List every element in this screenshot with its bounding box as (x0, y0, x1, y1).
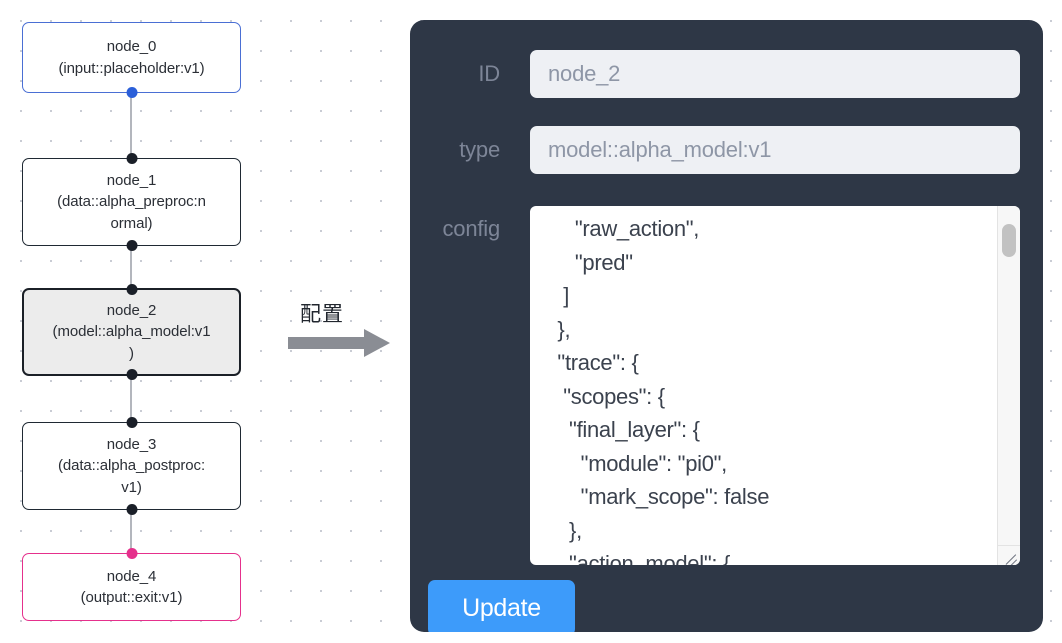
node-handle-top[interactable] (126, 284, 137, 295)
graph-node-node_3[interactable]: node_3 (data::alpha_postproc: v1) (22, 417, 241, 515)
node-config-panel: ID type config "raw_action", "pred" ] },… (410, 20, 1043, 632)
graph-canvas[interactable]: node_0 (input::placeholder:v1) node_1 (d… (0, 0, 400, 643)
graph-node-node_2[interactable]: node_2 (model::alpha_model:v1 ) (22, 284, 241, 380)
edge-node3-node4 (130, 508, 132, 554)
node-handle-bottom[interactable] (126, 240, 137, 251)
graph-node-node_0[interactable]: node_0 (input::placeholder:v1) (22, 22, 241, 98)
graph-node-label: node_0 (input::placeholder:v1) (58, 38, 205, 77)
graph-node-label: node_4 (output::exit:v1) (80, 567, 183, 606)
field-row-config: config "raw_action", "pred" ] }, "trace"… (430, 206, 1020, 565)
node-handle-top[interactable] (126, 417, 137, 428)
graph-node-node_1[interactable]: node_1 (data::alpha_preproc:n ormal) (22, 153, 241, 251)
graph-node-node_4[interactable]: node_4 (output::exit:v1) (22, 548, 241, 621)
edge-node0-node1 (130, 88, 132, 158)
id-input[interactable] (530, 50, 1020, 98)
field-row-type: type (430, 126, 1020, 174)
config-textarea-wrapper[interactable]: "raw_action", "pred" ] }, "trace": { "sc… (530, 206, 1020, 565)
arrow-right-icon (288, 329, 390, 357)
field-row-id: ID (430, 50, 1020, 98)
id-field-label: ID (478, 61, 500, 86)
config-resize-grip[interactable] (997, 545, 1020, 565)
graph-node-label: node_1 (data::alpha_preproc:n ormal) (57, 172, 206, 232)
annotation-label: 配置 (300, 302, 344, 326)
type-field-label: type (459, 137, 500, 162)
flow-annotation: 配置 (288, 298, 398, 360)
graph-node-label: node_3 (data::alpha_postproc: v1) (57, 436, 206, 496)
node-handle-bottom[interactable] (126, 369, 137, 380)
node-handle-top[interactable] (126, 153, 137, 164)
edge-node1-node2 (130, 244, 132, 294)
node-handle-top[interactable] (126, 548, 137, 559)
update-button[interactable]: Update (428, 580, 575, 632)
node-handle-bottom[interactable] (126, 87, 137, 98)
type-input[interactable] (530, 126, 1020, 174)
node-handle-bottom[interactable] (126, 504, 137, 515)
edge-node2-node3 (130, 372, 132, 424)
config-field-label: config (442, 216, 500, 241)
config-scrollbar-thumb[interactable] (1002, 224, 1016, 257)
config-textarea[interactable]: "raw_action", "pred" ] }, "trace": { "sc… (557, 216, 770, 565)
config-scrollbar[interactable] (997, 206, 1020, 546)
graph-node-label: node_2 (model::alpha_model:v1 ) (52, 302, 211, 362)
